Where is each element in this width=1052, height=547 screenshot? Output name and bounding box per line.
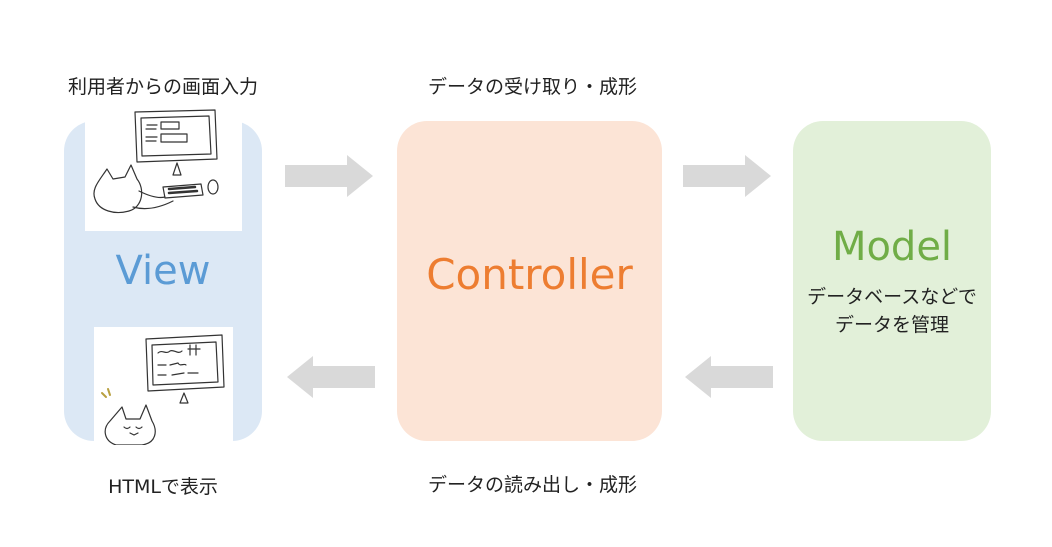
model-title: Model [831, 224, 953, 270]
arrow-right-view-to-controller [285, 155, 375, 197]
input-label: 利用者からの画面入力 [67, 76, 258, 98]
input-sketch-image [85, 107, 242, 231]
arrow-right-controller-to-model [683, 155, 773, 197]
model-desc-line2: データを管理 [834, 314, 949, 336]
controller-panel [397, 121, 662, 441]
view-title: View [115, 248, 211, 294]
output-label: HTMLで表示 [108, 476, 218, 498]
arrow-left-model-to-controller [683, 356, 773, 398]
read-label: データの読み出し・成形 [427, 474, 637, 496]
receive-label: データの受け取り・成形 [427, 76, 637, 98]
model-description: データベースなどで データを管理 [793, 283, 991, 339]
model-panel [793, 121, 991, 441]
model-desc-line1: データベースなどで [807, 286, 977, 308]
controller-title: Controller [426, 250, 633, 299]
arrow-left-controller-to-view [285, 356, 375, 398]
output-sketch-image [94, 327, 233, 445]
